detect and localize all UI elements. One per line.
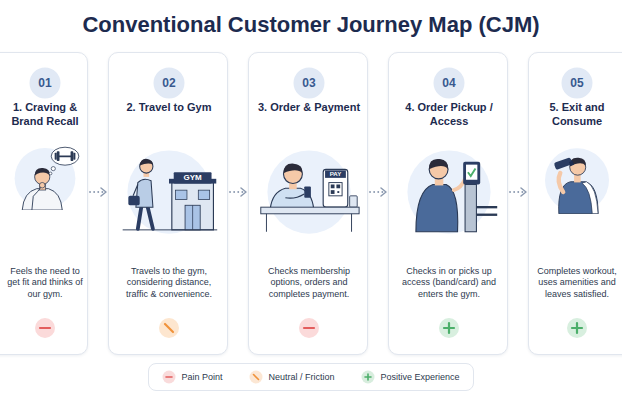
legend-text: Neutral / Friction — [268, 372, 334, 382]
travel-gym-illustration — [117, 141, 221, 236]
stage-heading: 2. Travel to Gym — [117, 101, 221, 115]
step-number-circle: 04 — [433, 67, 465, 99]
step-number-circle: 01 — [29, 67, 61, 99]
status-icon — [298, 317, 320, 339]
legend-item: Positive Experience — [361, 370, 459, 384]
journey-stage-card: 5. Exit and ConsumeCompletes workout, us… — [528, 52, 622, 355]
illustration-frame — [397, 141, 501, 236]
flow-arrow — [370, 188, 386, 196]
friction-icon — [158, 317, 180, 339]
positive-icon — [438, 317, 460, 339]
step-number: 02 — [153, 67, 185, 99]
stage-description: Checks in or picks up access (band/card)… — [397, 266, 501, 300]
legend-item: Pain Point — [162, 370, 222, 384]
pain-point-icon — [298, 317, 320, 339]
positive-icon — [566, 317, 588, 339]
status-icon — [438, 317, 460, 339]
step-number: 05 — [561, 67, 593, 99]
stage-description: Completes workout, uses amenities and le… — [537, 266, 617, 300]
step-number-circle: 05 — [561, 67, 593, 99]
title: Conventional Customer Journey Map (CJM) — [0, 12, 622, 38]
legend-swatch — [162, 370, 176, 384]
stage-description: Feels the need to get fit and thinks of … — [7, 266, 83, 300]
pain-point-icon — [34, 317, 56, 339]
legend-text: Pain Point — [181, 372, 222, 382]
stage-description: Checks membership options, orders and co… — [257, 266, 361, 300]
drinking-person-illustration — [537, 141, 617, 214]
step-number-circle: 03 — [293, 67, 325, 99]
payment-counter-illustration — [257, 141, 361, 236]
illustration-frame — [7, 141, 83, 210]
step-number: 01 — [29, 67, 61, 99]
journey-stage-card: 2. Travel to GymTravels to the gym, cons… — [108, 52, 228, 355]
legend-swatch — [249, 370, 263, 384]
stage-heading: 5. Exit and Consume — [537, 101, 617, 129]
thinking-person-illustration — [7, 141, 83, 210]
journey-stage-card: 4. Order Pickup / AccessChecks in or pic… — [388, 52, 508, 355]
legend-box: Pain Point Neutral / Friction Positive Exp… — [148, 363, 474, 391]
status-icon — [566, 317, 588, 339]
legend-item: Neutral / Friction — [249, 370, 334, 384]
journey-stage-card: 1. Craving & Brand RecallFeels the need … — [0, 52, 88, 355]
illustration-frame — [537, 141, 617, 214]
stage-heading: 1. Craving & Brand Recall — [7, 101, 83, 129]
illustration-frame: GYM — [117, 141, 221, 236]
journey-stage-card: 3. Order & PaymentChecks membership opti… — [248, 52, 368, 355]
access-turnstile-illustration — [397, 141, 501, 236]
sign-label: GYM — [174, 172, 212, 183]
status-icon — [158, 317, 180, 339]
illustration-frame: PAY — [257, 141, 361, 236]
stage-heading: 4. Order Pickup / Access — [397, 101, 501, 129]
stage-heading: 3. Order & Payment — [257, 101, 361, 115]
step-number-circle: 02 — [153, 67, 185, 99]
sign-label: PAY — [325, 170, 346, 178]
flow-arrow — [90, 188, 106, 196]
stage-description: Travels to the gym, considering distance… — [117, 266, 221, 300]
flow-arrow — [230, 188, 246, 196]
step-number: 03 — [293, 67, 325, 99]
legend-text: Positive Experience — [380, 372, 459, 382]
status-icon — [34, 317, 56, 339]
flow-arrow — [510, 188, 526, 196]
step-number: 04 — [433, 67, 465, 99]
legend-swatch — [361, 370, 375, 384]
